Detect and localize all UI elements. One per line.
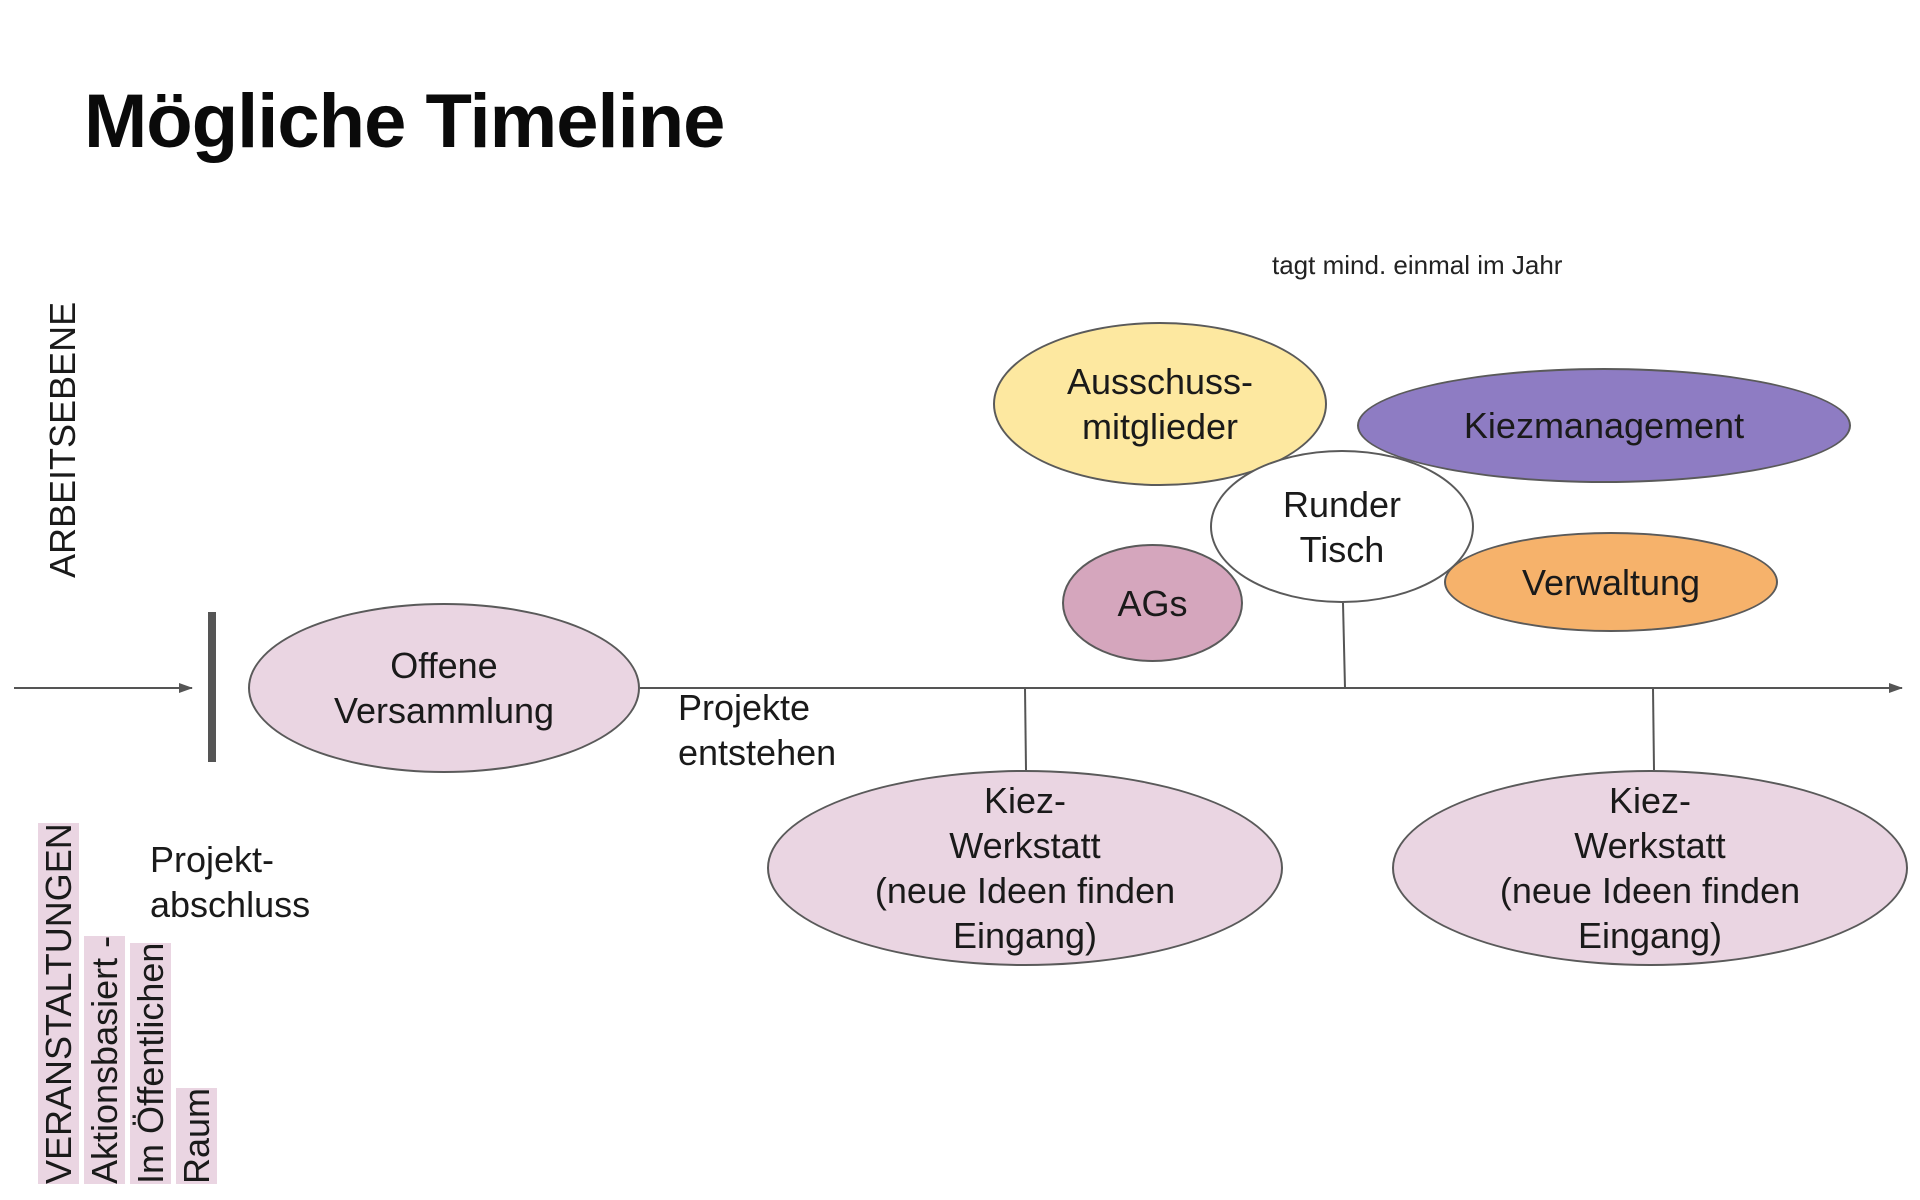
kiez-werkstatt-node-1: Kiez- Werkstatt (neue Ideen finden Einga… [767,770,1283,966]
veranstaltungen-line-1: VERANSTALTUNGEN [38,823,79,1184]
arbeitsebene-label: ARBEITSEBENE [42,301,83,578]
veranstaltungen-line-2: Aktionsbasiert - [84,935,125,1184]
projekte-entstehen-label: Projekte entstehen [678,687,837,773]
verwaltung-node: Verwaltung [1444,532,1778,632]
frequency-note: tagt mind. einmal im Jahr [1272,250,1563,280]
veranstaltungen-line-4: Raum [176,1087,217,1184]
connector-werkstatt-1 [1024,687,1027,771]
projektabschluss-label: Projekt- abschluss [150,839,311,925]
page-title: Mögliche Timeline [84,79,725,164]
runder-tisch-node: Runder Tisch [1210,450,1474,603]
connector-runder-tisch [1342,602,1346,689]
kiez-werkstatt-node-2: Kiez- Werkstatt (neue Ideen finden Einga… [1392,770,1908,966]
veranstaltungen-line-3: Im Öffentlichen [130,942,171,1184]
connector-werkstatt-2 [1652,687,1655,771]
ausschussmitglieder-node: Ausschuss- mitglieder [993,322,1327,486]
kiezmanagement-node: Kiezmanagement [1357,368,1851,483]
ags-node: AGs [1062,544,1243,662]
offene-versammlung-node: Offene Versammlung [248,603,640,773]
